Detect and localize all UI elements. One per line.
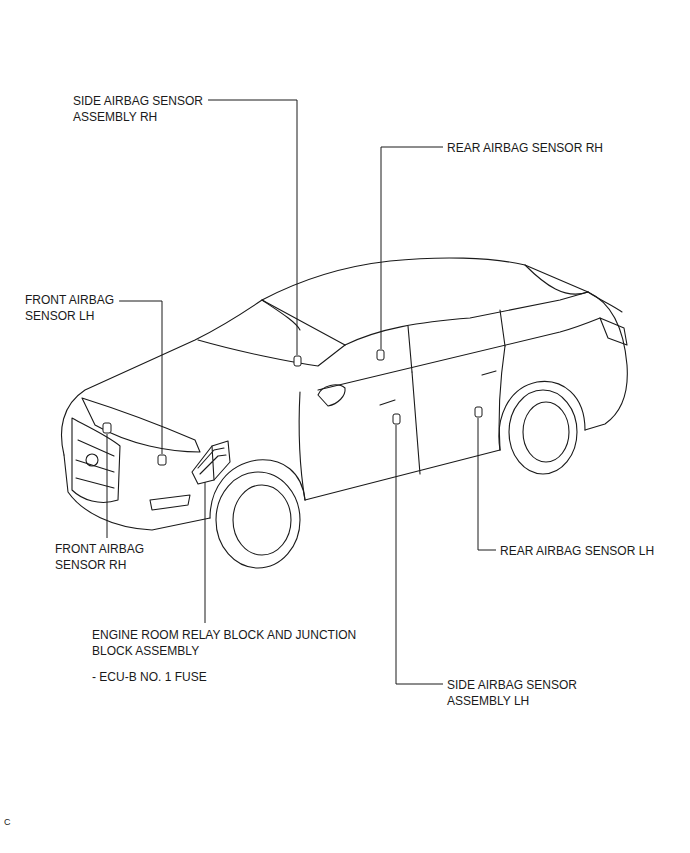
leader-line	[208, 100, 297, 355]
c-pillar	[500, 310, 505, 346]
cowl	[198, 340, 345, 366]
leader-line	[119, 301, 162, 454]
part-label: ENGINE ROOM RELAY BLOCK AND JUNCTION BLO…	[92, 627, 357, 659]
door-handle	[482, 371, 496, 375]
leader-line	[381, 147, 443, 349]
part-label: REAR AIRBAG SENSOR RH	[447, 140, 677, 156]
label-text: REAR AIRBAG SENSOR LH	[500, 544, 654, 558]
part-label: SIDE AIRBAG SENSOR ASSEMBLY RH	[73, 93, 233, 125]
label-text: C	[4, 817, 11, 827]
relay-block	[192, 441, 230, 484]
label-text: SIDE AIRBAG SENSOR ASSEMBLY LH	[447, 678, 577, 708]
label-text: - ECU-B NO. 1 FUSE	[92, 670, 207, 684]
label-text: FRONT AIRBAG SENSOR LH	[25, 293, 114, 323]
sensor-symbol	[475, 407, 482, 417]
sensor-symbol	[103, 423, 111, 433]
tail-light	[600, 318, 627, 345]
door-gap	[412, 372, 420, 474]
relay-block-detail	[198, 446, 226, 480]
rear-door	[499, 346, 505, 450]
front-rim	[233, 485, 291, 555]
part-label: SIDE AIRBAG SENSOR ASSEMBLY LH	[447, 677, 607, 709]
leader-line	[396, 425, 443, 684]
part-label: - ECU-B NO. 1 FUSE	[92, 669, 292, 685]
figure-code: C	[4, 814, 34, 830]
rear-tire	[509, 390, 577, 474]
front-door	[299, 392, 305, 500]
rocker-panel	[305, 450, 500, 500]
rear-rim	[523, 402, 569, 462]
b-pillar	[408, 326, 412, 372]
sensor-symbol	[158, 455, 166, 465]
front-bumper	[64, 455, 210, 530]
hood-line	[262, 300, 300, 330]
headlight	[82, 398, 200, 452]
grille-detail	[76, 440, 114, 488]
belt-line	[318, 318, 600, 390]
part-label: FRONT AIRBAG SENSOR LH	[25, 292, 135, 324]
sensor-symbol	[294, 356, 301, 366]
sensor-symbol	[393, 414, 400, 424]
label-text: ENGINE ROOM RELAY BLOCK AND JUNCTION BLO…	[92, 628, 356, 658]
label-text: FRONT AIRBAG SENSOR RH	[55, 542, 144, 572]
side-mirror	[318, 385, 345, 406]
part-label: FRONT AIRBAG SENSOR RH	[55, 541, 165, 573]
leader-line	[205, 482, 206, 623]
leader-line	[478, 418, 496, 550]
rear-window	[525, 265, 588, 294]
label-text: REAR AIRBAG SENSOR RH	[447, 141, 603, 155]
trunk-line	[588, 292, 622, 312]
part-label: REAR AIRBAG SENSOR LH	[500, 543, 685, 559]
sensor-symbol	[377, 350, 384, 360]
door-handle	[380, 400, 395, 405]
a-pillar	[262, 300, 345, 345]
label-text: SIDE AIRBAG SENSOR ASSEMBLY RH	[73, 94, 203, 124]
front-tire	[216, 472, 300, 568]
emblem	[86, 454, 98, 466]
leader-line	[107, 434, 108, 538]
car-body	[62, 258, 628, 455]
spindle-grille	[72, 418, 120, 502]
fog-light	[150, 495, 190, 510]
